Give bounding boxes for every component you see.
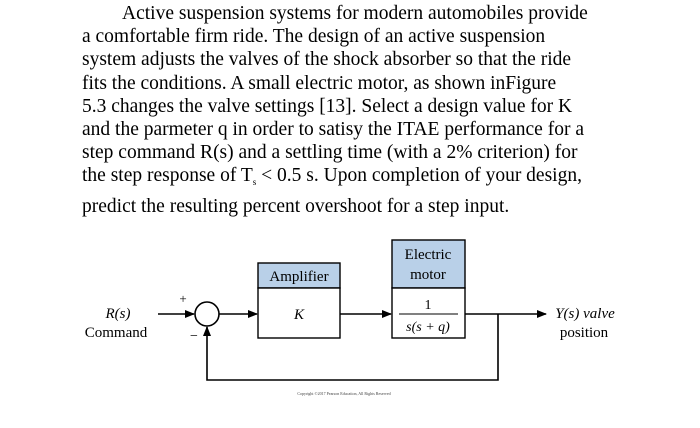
motor-tf-numerator: 1 (425, 298, 432, 313)
input-label: R(s) (105, 306, 131, 322)
problem-line-7: step command R(s) and a settling time (w… (82, 142, 578, 164)
problem-line-8a: the step response of T (82, 165, 253, 187)
motor-title-line1: Electric (405, 247, 452, 263)
problem-statement: Active suspension systems for modern aut… (82, 2, 682, 218)
copyright-notice: Copyright ©2017 Pearson Education, All R… (297, 391, 390, 397)
problem-line-1: Active suspension systems for modern aut… (122, 3, 588, 24)
motor-title-line2: motor (410, 267, 446, 283)
amplifier-block (257, 287, 341, 339)
problem-line-8b: < 0.5 s. Upon completion of your design, (261, 165, 582, 187)
problem-line-8: the step response of Ts < 0.5 s. Upon co… (82, 164, 682, 194)
feedback-path (203, 314, 499, 381)
minus-sign: − (190, 329, 198, 344)
problem-line-9: predict the resulting percent overshoot … (82, 195, 510, 217)
motor-block (391, 287, 466, 339)
settling-time-subscript: s (252, 177, 257, 188)
plus-sign: + (179, 291, 186, 306)
motor-title-box (391, 239, 466, 289)
output-label: Y(s) valve (555, 306, 615, 322)
amplifier-title: Amplifier (269, 269, 328, 285)
motor-tf-denominator: s(s + q) (406, 320, 450, 335)
problem-line-4: fits the conditions. A small electric mo… (82, 72, 557, 94)
summing-junction (194, 301, 220, 327)
amplifier-gain: K (293, 307, 305, 323)
problem-line-5: 5.3 changes the valve settings [13]. Sel… (82, 95, 573, 117)
problem-line-6: and the parmeter q in order to satisy th… (82, 119, 584, 141)
output-sublabel: position (560, 325, 609, 341)
output-label-text: Y(s) valve (555, 306, 615, 322)
problem-line-2: a comfortable firm ride. The design of a… (82, 26, 546, 48)
input-sublabel: Command (85, 325, 148, 341)
problem-line-3: system adjusts the valves of the shock a… (82, 49, 572, 71)
